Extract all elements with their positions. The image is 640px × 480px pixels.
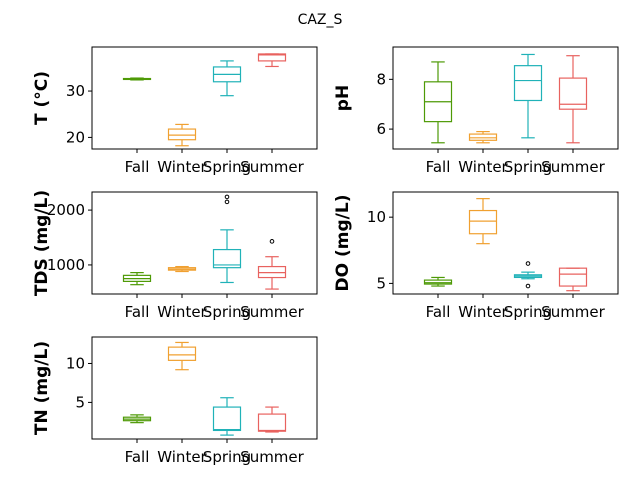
x-tick-label: Summer — [240, 448, 304, 466]
y-tick-label: 2000 — [47, 201, 85, 219]
box-spring — [212, 397, 242, 436]
axes-frame — [392, 191, 619, 295]
box-summer — [257, 53, 287, 68]
outlier-point — [224, 194, 230, 200]
x-tick-label: Spring — [504, 303, 552, 321]
x-tick-label: Summer — [240, 303, 304, 321]
y-tick-label: 1000 — [47, 256, 85, 274]
y-tick-label: 8 — [376, 70, 386, 88]
axes-frame — [91, 46, 318, 150]
box-winter — [167, 341, 197, 371]
axes-frame — [91, 336, 318, 440]
x-tick-label: Winter — [157, 448, 207, 466]
x-tick-label: Fall — [125, 158, 150, 176]
box-fall — [122, 414, 152, 424]
outlier-point — [269, 239, 275, 244]
x-tick-label: Winter — [157, 303, 207, 321]
box-iqr — [423, 279, 453, 285]
box-iqr — [513, 65, 543, 102]
box-iqr — [212, 248, 242, 269]
x-tick-label: Summer — [541, 303, 605, 321]
box-iqr — [212, 406, 242, 432]
axes-frame — [91, 191, 318, 295]
x-tick-label: Fall — [426, 158, 451, 176]
box-summer — [257, 406, 287, 433]
y-tick-label: 10 — [367, 208, 386, 226]
y-tick-label: 5 — [75, 393, 85, 411]
outlier-point — [224, 199, 230, 205]
x-tick-label: Spring — [203, 303, 251, 321]
x-tick-label: Summer — [240, 158, 304, 176]
box-fall — [423, 61, 453, 144]
box-summer — [558, 55, 588, 144]
x-tick-label: Fall — [125, 448, 150, 466]
box-spring — [212, 194, 242, 284]
x-tick-label: Spring — [203, 158, 251, 176]
x-tick-label: Fall — [426, 303, 451, 321]
box-winter — [468, 198, 498, 245]
outlier-point — [525, 261, 531, 266]
box-fall — [423, 276, 453, 287]
axes-frame — [392, 46, 619, 150]
x-tick-label: Fall — [125, 303, 150, 321]
box-iqr — [167, 346, 197, 361]
x-tick-label: Summer — [541, 158, 605, 176]
outlier-point — [525, 283, 531, 289]
box-iqr — [558, 77, 588, 110]
y-axis-label: T (°C) — [32, 71, 52, 125]
y-axis-label: TDS (mg/L) — [32, 190, 52, 296]
figure-title: CAZ_S — [298, 12, 343, 28]
box-iqr — [468, 133, 498, 141]
y-tick-label: 10 — [66, 354, 85, 372]
x-tick-label: Winter — [458, 158, 508, 176]
y-tick-label: 30 — [66, 82, 85, 100]
y-axis-label: TN (mg/L) — [32, 341, 52, 435]
x-tick-label: Spring — [504, 158, 552, 176]
box-iqr — [257, 413, 287, 432]
box-iqr — [257, 53, 287, 62]
box-spring — [212, 60, 242, 97]
y-tick-label: 5 — [376, 274, 386, 292]
y-tick-label: 6 — [376, 120, 386, 138]
box-summer — [558, 267, 588, 292]
box-spring — [513, 53, 543, 139]
box-spring — [513, 261, 543, 289]
x-tick-label: Winter — [157, 158, 207, 176]
box-fall — [122, 77, 152, 81]
x-tick-label: Spring — [203, 448, 251, 466]
x-tick-label: Winter — [458, 303, 508, 321]
box-iqr — [468, 209, 498, 235]
box-iqr — [167, 128, 197, 141]
y-axis-label: DO (mg/L) — [333, 195, 353, 292]
y-axis-label: pH — [333, 85, 353, 111]
box-iqr — [558, 267, 588, 287]
box-fall — [122, 272, 152, 286]
box-winter — [167, 265, 197, 273]
box-summer — [257, 239, 287, 290]
box-winter — [167, 123, 197, 147]
box-winter — [468, 130, 498, 144]
y-tick-label: 20 — [66, 128, 85, 146]
